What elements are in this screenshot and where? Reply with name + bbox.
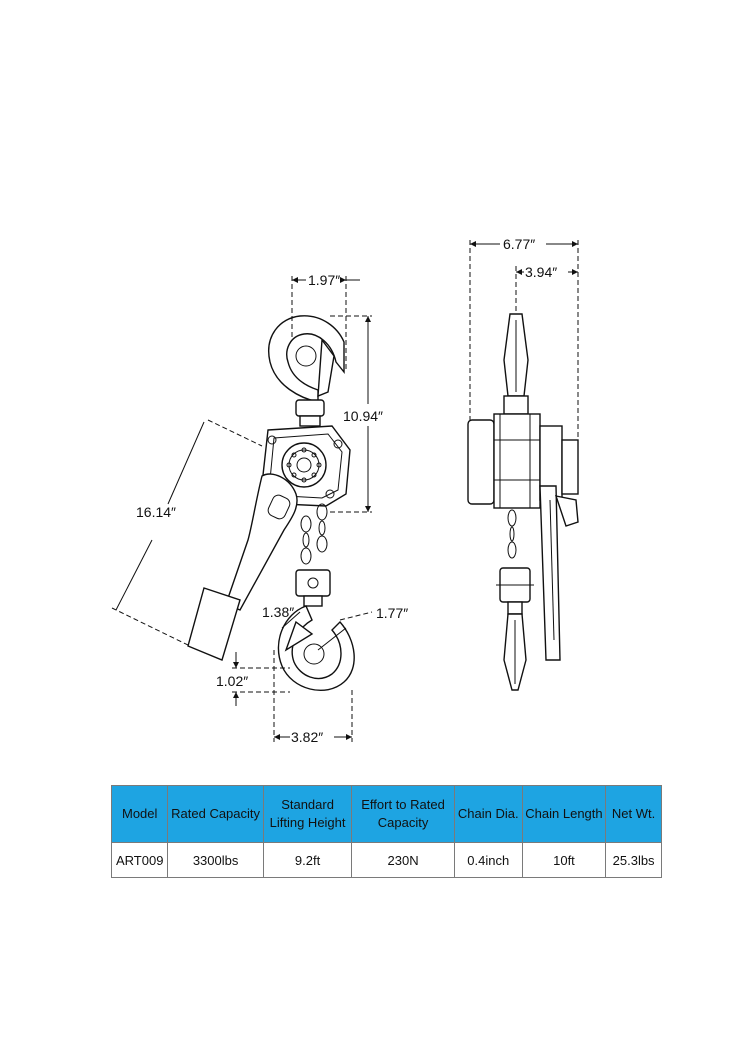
header-chain-length: Chain Length bbox=[521, 785, 607, 843]
cell-effort: 230N bbox=[351, 842, 455, 878]
header-rated-capacity: Rated Capacity bbox=[167, 785, 264, 843]
cell-chain-dia: 0.4inch bbox=[453, 842, 523, 878]
cell-model: ART009 bbox=[110, 842, 169, 878]
table-row: ART009 3300lbs 9.2ft 230N 0.4inch 10ft 2… bbox=[110, 842, 662, 878]
side-body bbox=[467, 419, 495, 505]
load-chain bbox=[300, 503, 328, 565]
dim-3-94: 3.94″ bbox=[525, 264, 557, 280]
side-lever bbox=[539, 485, 561, 661]
cell-chain-length: 10ft bbox=[521, 842, 607, 878]
dim-10-94: 10.94″ bbox=[343, 408, 383, 424]
dim-16-14: 16.14″ bbox=[136, 504, 176, 520]
lever-handle bbox=[225, 473, 298, 611]
front-dimensions: 1.97″ 10.94″ 16.14″ 1.38″ 1.77″ 1.02″ 3.… bbox=[111, 272, 408, 745]
dim-1-38: 1.38″ bbox=[262, 604, 294, 620]
top-hook bbox=[268, 315, 345, 403]
lever-hoist-diagram: 1.97″ 10.94″ 16.14″ 1.38″ 1.77″ 1.02″ 3.… bbox=[111, 236, 579, 745]
cell-net-wt: 25.3lbs bbox=[605, 842, 662, 878]
side-dimensions: 6.77″ 3.94″ bbox=[469, 236, 579, 440]
header-net-wt: Net Wt. bbox=[605, 785, 662, 843]
dim-1-97: 1.97″ bbox=[308, 272, 340, 288]
dim-1-77: 1.77″ bbox=[376, 605, 408, 621]
header-model: Model bbox=[110, 785, 169, 843]
cell-lifting-height: 9.2ft bbox=[262, 842, 353, 878]
cell-rated-capacity: 3300lbs bbox=[167, 842, 264, 878]
front-view bbox=[187, 315, 355, 691]
dim-1-02: 1.02″ bbox=[216, 673, 248, 689]
side-view bbox=[467, 313, 579, 691]
dim-3-82: 3.82″ bbox=[291, 729, 323, 745]
dim-6-77: 6.77″ bbox=[503, 236, 535, 252]
header-chain-dia: Chain Dia. bbox=[453, 785, 523, 843]
